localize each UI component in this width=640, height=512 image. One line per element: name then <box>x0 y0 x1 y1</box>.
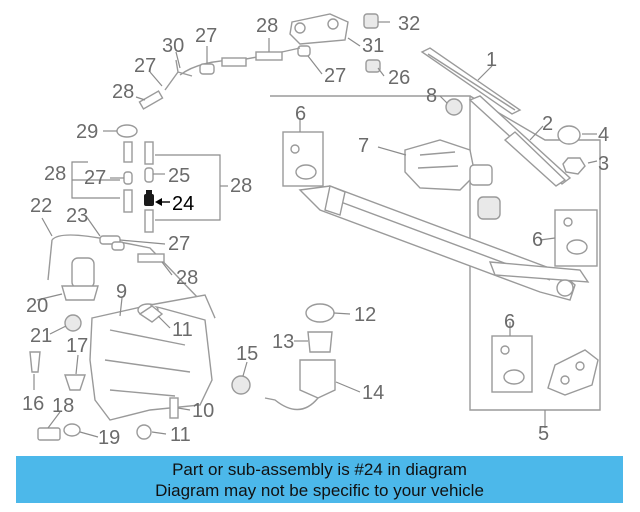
hose-spring <box>221 57 247 67</box>
connector-27b <box>111 241 125 251</box>
svg-text:27: 27 <box>84 167 106 189</box>
grommet-box-1 <box>282 131 324 187</box>
grommet-21 <box>64 314 82 332</box>
svg-text:30: 30 <box>162 35 184 57</box>
sensor-18 <box>37 427 61 441</box>
hose-spring-28 <box>138 90 164 110</box>
svg-text:25: 25 <box>168 165 190 187</box>
svg-text:11: 11 <box>170 424 191 446</box>
svg-text:4: 4 <box>598 124 609 146</box>
wiper-blade <box>420 47 522 115</box>
grommet-15 <box>231 375 251 395</box>
svg-text:19: 19 <box>98 427 120 449</box>
footer-line-1: Part or sub-assembly is #24 in diagram <box>172 460 467 479</box>
parts-diagram: 1 2 3 4 5 6 6 6 7 8 9 10 11 11 12 13 14 … <box>22 13 609 449</box>
svg-text:28: 28 <box>230 175 252 197</box>
svg-text:28: 28 <box>256 15 278 37</box>
neck-13 <box>307 331 333 353</box>
svg-text:31: 31 <box>362 35 384 57</box>
washer-pump <box>61 257 99 301</box>
nut-11a <box>138 305 164 323</box>
svg-text:8: 8 <box>426 85 437 107</box>
hose-spring-28b <box>137 253 165 263</box>
wiper-motor <box>404 139 493 191</box>
hose-spring-2 <box>255 51 283 61</box>
svg-text:18: 18 <box>52 395 74 417</box>
grommet-29 <box>116 124 138 138</box>
svg-text:10: 10 <box>192 400 214 422</box>
svg-text:9: 9 <box>116 281 127 303</box>
pivot-bracket <box>547 349 599 396</box>
wiper-linkage <box>298 185 590 301</box>
svg-text:15: 15 <box>236 343 258 365</box>
svg-text:26: 26 <box>388 67 410 89</box>
long-hose <box>51 234 216 319</box>
footer-line-2: Diagram may not be specific to your vehi… <box>155 481 484 500</box>
nut-11b <box>136 424 152 440</box>
arm-nut-3 <box>562 157 586 175</box>
svg-text:29: 29 <box>76 121 98 143</box>
bolt-10 <box>169 397 179 419</box>
hose-tee <box>164 59 193 91</box>
svg-text:20: 20 <box>26 295 48 317</box>
svg-text:6: 6 <box>504 311 515 333</box>
grommet-box-3 <box>491 335 533 393</box>
connector-32 <box>363 13 379 29</box>
svg-text:27: 27 <box>134 55 156 77</box>
svg-text:27: 27 <box>324 65 346 87</box>
svg-text:17: 17 <box>66 335 88 357</box>
filler-neck-14 <box>299 359 336 399</box>
svg-text:1: 1 <box>486 49 497 71</box>
footer-banner: Part or sub-assembly is #24 in diagram D… <box>16 456 623 503</box>
grommet-parts <box>290 144 588 385</box>
svg-text:16: 16 <box>22 393 44 415</box>
svg-text:32: 32 <box>398 13 420 35</box>
part-24-check-valve <box>144 190 154 206</box>
connector-26 <box>365 59 381 73</box>
svg-text:11: 11 <box>172 319 193 341</box>
svg-text:28: 28 <box>176 267 198 289</box>
arm-cap-4 <box>557 125 581 145</box>
svg-text:7: 7 <box>358 135 369 157</box>
svg-text:21: 21 <box>30 325 52 347</box>
svg-text:6: 6 <box>295 103 306 125</box>
svg-text:3: 3 <box>598 153 609 175</box>
hose-joint-27 <box>199 63 215 75</box>
wiper-arm <box>468 95 572 187</box>
svg-text:27: 27 <box>195 25 217 47</box>
nozzle-assembly <box>289 13 349 45</box>
svg-text:28: 28 <box>44 163 66 185</box>
clip-16 <box>29 351 41 373</box>
svg-text:13: 13 <box>272 331 294 353</box>
motor-damper <box>477 196 501 220</box>
svg-text:12: 12 <box>354 304 376 326</box>
svg-text:6: 6 <box>532 229 543 251</box>
svg-text:14: 14 <box>362 382 384 404</box>
svg-text:27: 27 <box>168 233 190 255</box>
svg-text:5: 5 <box>538 423 549 445</box>
svg-text:22: 22 <box>30 195 52 217</box>
connector-27-top <box>297 45 311 57</box>
leader-lines <box>33 21 598 438</box>
svg-text:28: 28 <box>112 81 134 103</box>
arm-cap-8 <box>445 98 463 116</box>
part-24-arrow <box>155 198 170 206</box>
vertical-hoses <box>123 141 154 233</box>
cap-12 <box>305 303 335 323</box>
grommet-19 <box>63 423 81 437</box>
grommet-box-2 <box>554 209 598 267</box>
svg-text:23: 23 <box>66 205 88 227</box>
svg-text:2: 2 <box>542 113 553 135</box>
grommet-17 <box>64 374 86 391</box>
callout-labels: 1 2 3 4 5 6 6 6 7 8 9 10 11 11 12 13 14 … <box>22 13 609 449</box>
highlight-label: 24 <box>172 193 194 215</box>
